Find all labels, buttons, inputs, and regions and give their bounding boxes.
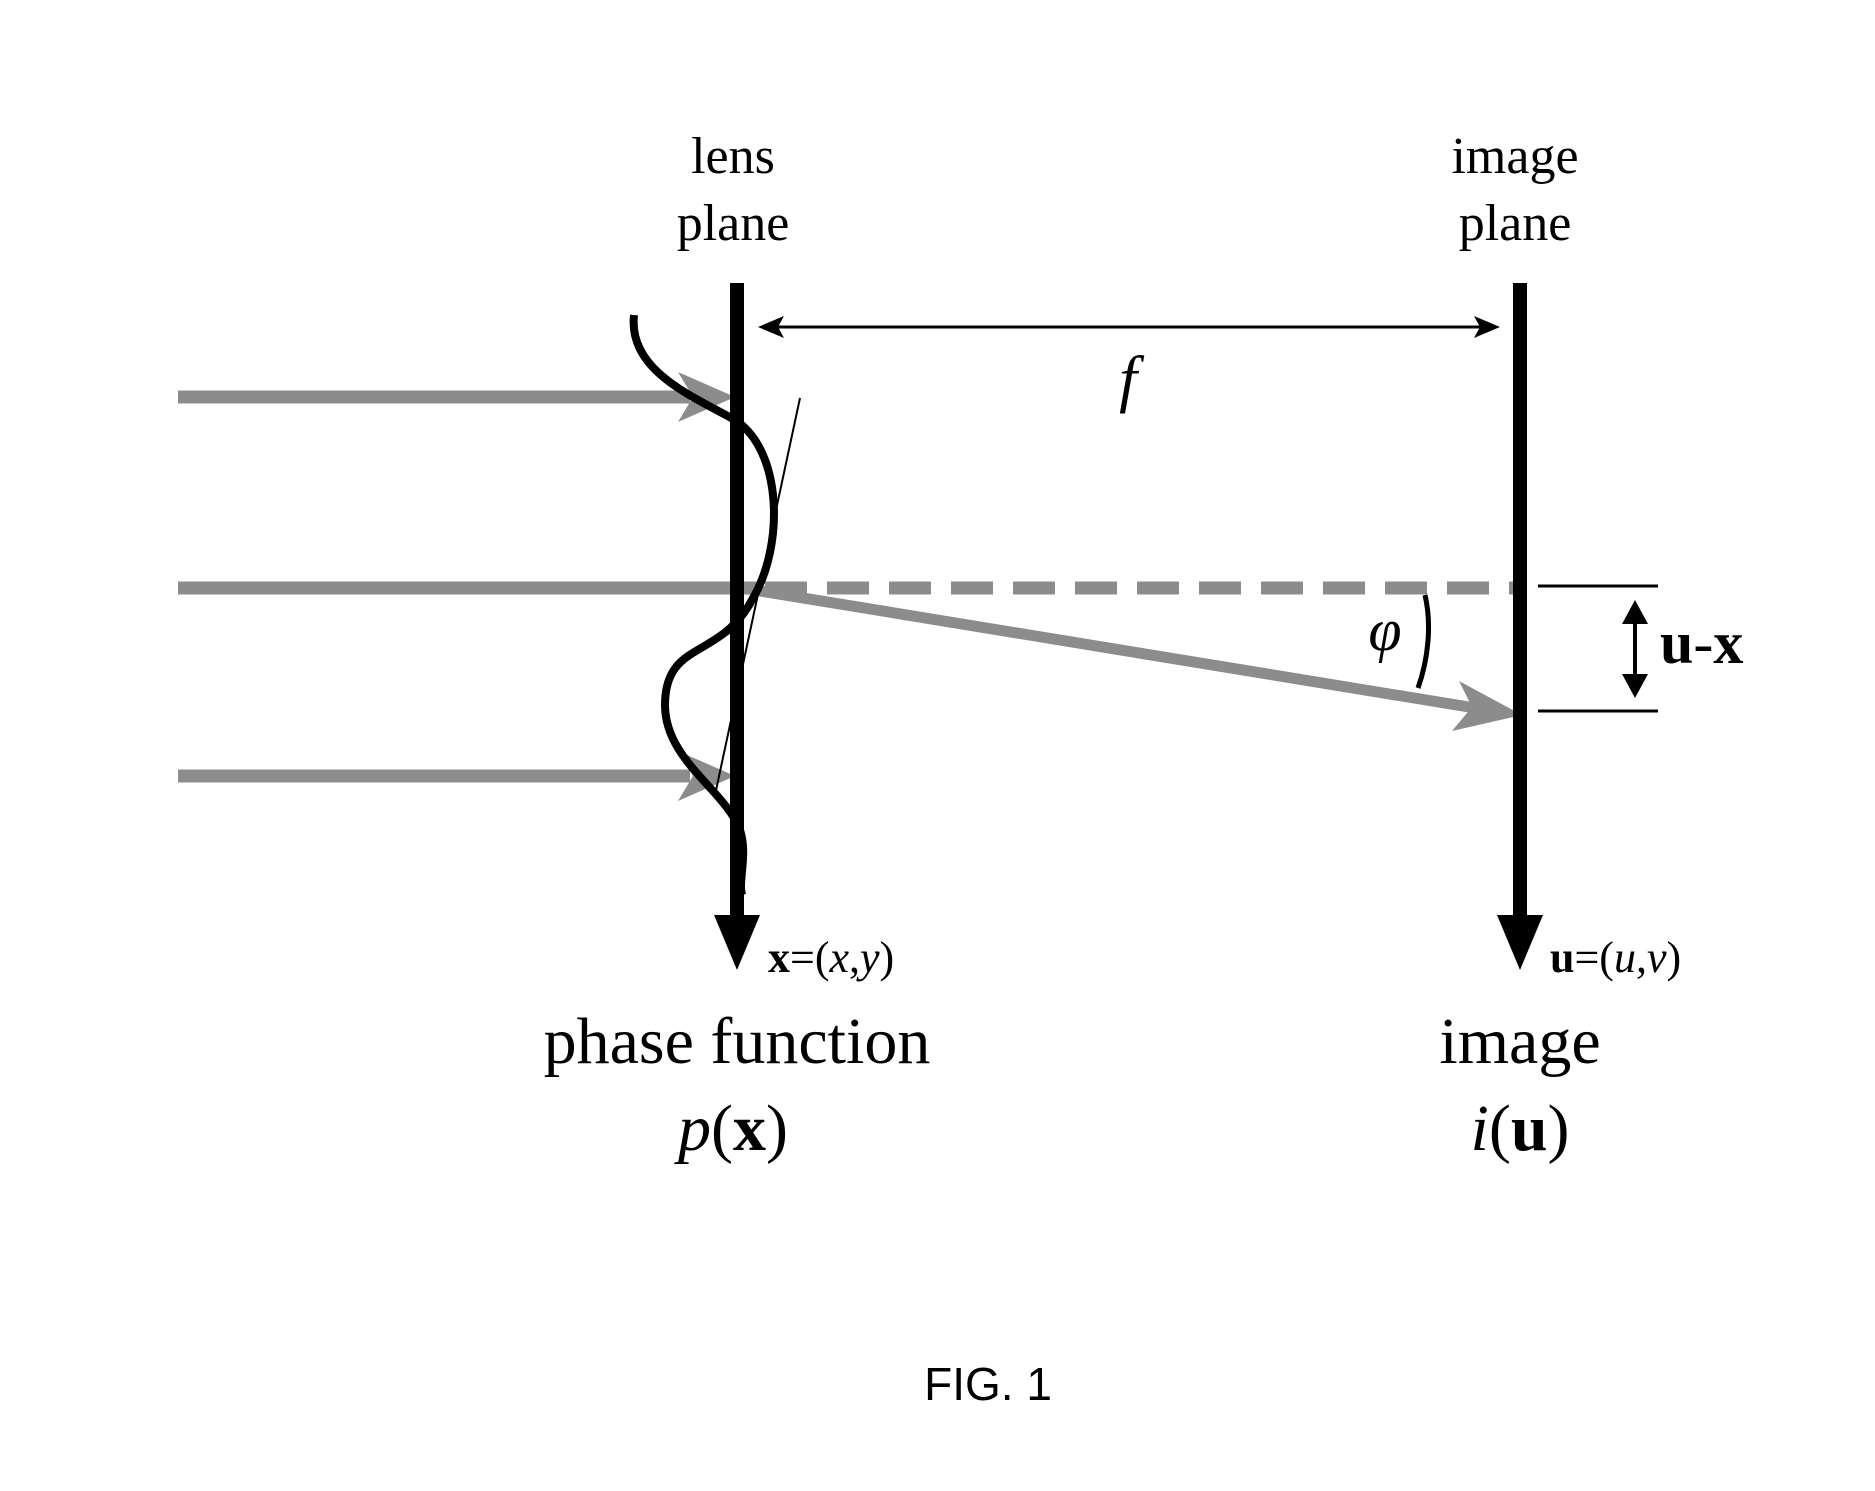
- focal-length-label: f: [1119, 343, 1145, 414]
- deflected-ray: [742, 588, 1522, 731]
- angle-label: φ: [1368, 597, 1401, 663]
- image-plane-label-line1: image: [1451, 128, 1578, 185]
- angle-arc: [1418, 595, 1429, 688]
- phase-function-caption: phase function: [544, 1005, 931, 1078]
- offset-label: u-x: [1660, 610, 1743, 676]
- image-coordinate-label: u=(u,v): [1550, 933, 1681, 982]
- lens-plane-label-line2: plane: [677, 195, 790, 252]
- deflected-ray-line: [742, 588, 1475, 708]
- image-plane-arrowhead: [1497, 915, 1543, 970]
- lens-plane-label-line1: lens: [691, 128, 775, 185]
- image-expression: i(u): [1470, 1092, 1569, 1165]
- lens-plane-axis: [714, 283, 760, 970]
- figure-number: FIG. 1: [924, 1358, 1052, 1410]
- image-plane-label-line2: plane: [1459, 195, 1572, 252]
- image-caption: image: [1439, 1005, 1600, 1078]
- lens-coordinate-label: x=(x,y): [768, 933, 894, 982]
- image-plane-axis: [1497, 283, 1543, 970]
- focal-length-dimension: [758, 316, 1500, 338]
- phase-function-expression: p(x): [674, 1092, 788, 1165]
- offset-dimension: [1538, 586, 1658, 711]
- lens-plane-arrowhead: [714, 915, 760, 970]
